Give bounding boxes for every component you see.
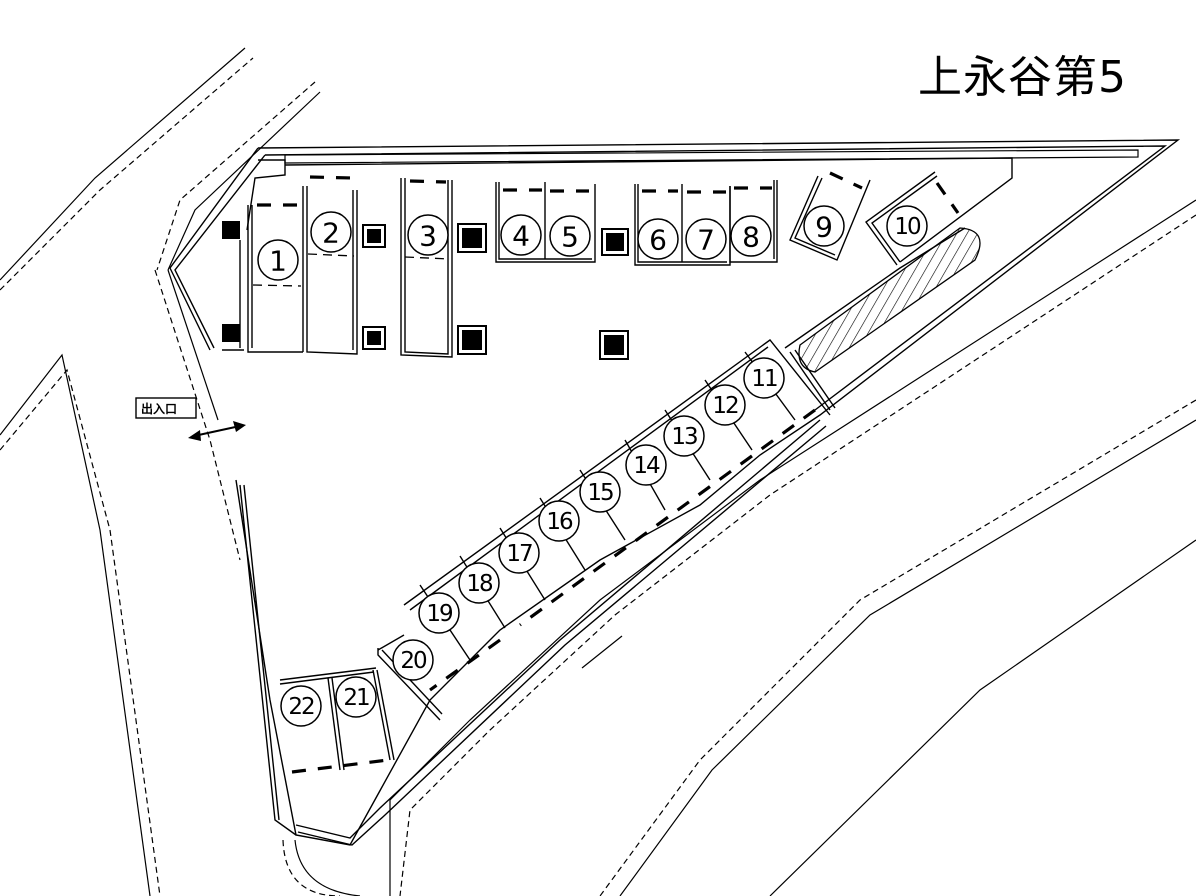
space-number-circle [335, 676, 377, 718]
pillar-icon [599, 330, 629, 360]
space-number-label: 4 [512, 220, 530, 253]
space-number-label: 9 [815, 211, 833, 244]
top-row-spaces [495, 180, 778, 266]
space-number-label: 2 [322, 217, 340, 250]
space-number-circle [280, 685, 322, 727]
parking-space-3[interactable]: 3 [407, 214, 449, 256]
space-number-circle [637, 218, 679, 260]
pillar-icon [362, 224, 386, 248]
space-number-circle [538, 500, 580, 542]
pillar-icon [362, 326, 386, 350]
space-number-label: 12 [712, 393, 738, 419]
space-number-circle [685, 218, 727, 260]
parking-space-15[interactable]: 15 [579, 471, 621, 513]
angled-spaces-9-10 [789, 171, 960, 266]
space-number-label: 14 [633, 453, 660, 479]
space-number-label: 8 [742, 221, 760, 254]
space-number-circle [625, 444, 667, 486]
space-number-label: 3 [419, 220, 437, 253]
planting-strip [798, 227, 981, 373]
space-number-label: 13 [671, 424, 697, 450]
space-number-label: 21 [343, 685, 369, 711]
road-northwest [0, 47, 321, 291]
parking-space-18[interactable]: 18 [458, 562, 500, 604]
parking-space-1[interactable]: 1 [257, 239, 299, 281]
space-number-circle [743, 357, 785, 399]
pillar-icon [457, 223, 487, 253]
space-number-circle [886, 205, 928, 247]
space-number-circle [392, 639, 434, 681]
space-number-circle [579, 471, 621, 513]
parking-space-20[interactable]: 20 [392, 639, 434, 681]
parking-space-10[interactable]: 10 [886, 205, 928, 247]
space-number-circle [663, 415, 705, 457]
pillar-icon [601, 228, 629, 256]
parking-space-9[interactable]: 9 [803, 205, 845, 247]
space-number-circle [458, 562, 500, 604]
parking-space-8[interactable]: 8 [730, 215, 772, 257]
road-southeast-inner [282, 199, 1196, 896]
space-number-label: 17 [506, 541, 532, 567]
parking-space-5[interactable]: 5 [549, 215, 591, 257]
parking-space-7[interactable]: 7 [685, 218, 727, 260]
space-number-label: 16 [546, 509, 573, 535]
entrance-marker: 出入口 [135, 397, 246, 441]
pillar-icon [222, 221, 240, 239]
space-number-circle [498, 532, 540, 574]
space-number-label: 6 [649, 224, 667, 257]
space-number-label: 22 [288, 694, 314, 720]
pillar-icon [222, 324, 240, 342]
pillar-group [222, 221, 629, 360]
parking-space-16[interactable]: 16 [538, 500, 580, 542]
parking-space-14[interactable]: 14 [625, 444, 667, 486]
space-number-circle [310, 211, 352, 253]
entrance-label: 出入口 [141, 401, 177, 416]
parking-space-22[interactable]: 22 [280, 685, 322, 727]
space-number-circle [549, 215, 591, 257]
space-number-circle [257, 239, 299, 281]
pillar-icon [457, 325, 487, 355]
parking-space-6[interactable]: 6 [637, 218, 679, 260]
parking-space-11[interactable]: 11 [743, 357, 785, 399]
space-number-circle [704, 384, 746, 426]
space-number-label: 10 [894, 214, 921, 240]
parking-space-4[interactable]: 4 [500, 214, 542, 256]
road-southeast-outer [581, 399, 1196, 896]
lot-boundary [169, 139, 1181, 846]
space-number-circle [730, 215, 772, 257]
space-number-label: 7 [697, 224, 715, 257]
space-number-label: 19 [426, 601, 453, 627]
space-number-circle [500, 214, 542, 256]
parking-space-19[interactable]: 19 [418, 592, 460, 634]
bottom-spaces-20-22 [279, 634, 443, 774]
space-number-circle [418, 592, 460, 634]
space-number-label: 5 [561, 221, 579, 254]
parking-space-21[interactable]: 21 [335, 676, 377, 718]
lot-title: 上永谷第5 [918, 52, 1127, 103]
parking-space-12[interactable]: 12 [704, 384, 746, 426]
space-1-outline [222, 175, 453, 358]
parking-space-13[interactable]: 13 [663, 415, 705, 457]
space-number-label: 11 [751, 366, 777, 392]
parking-space-2[interactable]: 2 [310, 211, 352, 253]
space-number-circle [407, 214, 449, 256]
space-number-label: 18 [466, 571, 493, 597]
space-number-circle [803, 205, 845, 247]
road-west [0, 269, 241, 896]
space-number-label: 15 [587, 480, 613, 506]
space-number-label: 1 [269, 245, 287, 278]
parking-space-17[interactable]: 17 [498, 532, 540, 574]
double-arrow-icon [188, 421, 246, 441]
space-number-label: 20 [400, 648, 427, 674]
